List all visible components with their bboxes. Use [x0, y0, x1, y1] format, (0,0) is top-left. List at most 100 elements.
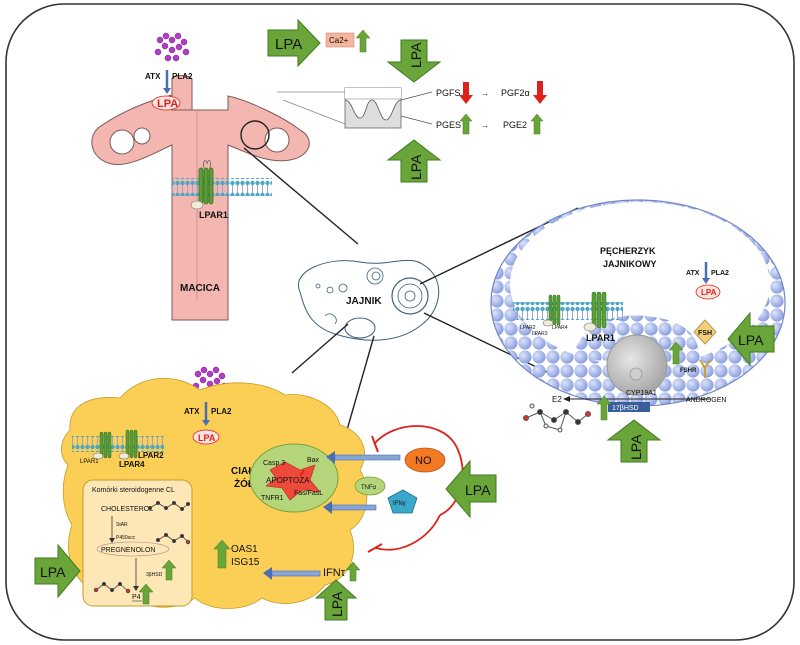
cl-lpar1: LPAR1 — [80, 459, 99, 465]
oas1-label: OAS1 — [231, 544, 258, 555]
svg-text:→: → — [481, 121, 489, 130]
green-up-arrow-icon — [596, 395, 612, 421]
hsd-label: 17βHSD — [612, 405, 639, 412]
lpar-receptors-icon — [92, 429, 138, 460]
green-up-arrow-icon — [459, 113, 473, 135]
estradiol-molecule-icon — [523, 403, 591, 433]
pgf2a-label: PGF2α — [501, 88, 530, 98]
ifnt-label: IFNτ — [323, 567, 346, 579]
no-label: NO — [415, 455, 432, 467]
pges-label: PGES — [436, 120, 461, 130]
tnfa-badge — [354, 476, 386, 496]
svg-text:LPA: LPA — [408, 42, 424, 68]
cl-pla2: PLA2 — [211, 407, 232, 416]
fsh-label: FSH — [698, 330, 712, 337]
follicle-atx: ATX — [686, 270, 700, 277]
lpa-arrow-right: LPA — [34, 543, 81, 599]
uterus-label: MACICA — [180, 283, 220, 294]
svg-text:LPA: LPA — [738, 332, 764, 348]
green-up-arrow-icon — [530, 113, 544, 135]
cells-title: Komórki steroidogenne CL — [92, 487, 175, 494]
fas-label: Fas/FasL — [294, 490, 323, 497]
p4-label: P4 — [132, 594, 141, 601]
ca-label: Ca2+ — [329, 36, 349, 45]
cl-lpar2: LPAR2 — [138, 451, 164, 460]
green-up-arrow-icon — [161, 559, 177, 581]
green-up-arrow-icon — [345, 561, 361, 582]
bax-label: Bax — [307, 457, 320, 464]
red-down-arrow-icon — [459, 82, 473, 104]
follicle-lpar4: LPAR4 — [552, 325, 568, 331]
svg-text:LPA: LPA — [408, 154, 424, 180]
svg-text:LPA: LPA — [628, 434, 644, 460]
svg-text:LPA: LPA — [465, 482, 491, 498]
svg-text:→: → — [481, 89, 489, 98]
follicle-lpa: LPA — [701, 288, 717, 297]
ifnt-arrow — [263, 567, 321, 580]
lpar1-receptor-icon — [190, 160, 214, 210]
progesterone-molecule-icon — [93, 582, 131, 594]
cl-lpar4: LPAR4 — [119, 460, 145, 469]
svg-text:LPA: LPA — [275, 36, 302, 53]
follicle-title-2: JAJNIKOWY — [603, 259, 657, 269]
tnfr1-label: TNFR1 — [261, 495, 284, 502]
red-down-arrow-icon — [533, 81, 547, 104]
corpus-luteum: CIAŁKO ŻÓŁTE ATX PLA2 LPA LPAR1 LPAR2 LP… — [61, 378, 368, 609]
p450-label: P450scc — [116, 535, 136, 541]
lpa-arrow-right: LPA — [267, 18, 321, 68]
green-up-arrow-icon — [668, 341, 684, 365]
endometrium-inset — [344, 87, 402, 129]
cl-hsd-label: 3βHSD — [146, 572, 163, 578]
no-badge — [404, 447, 446, 473]
inhibit-arrow — [326, 451, 401, 464]
lpa-arrow-left: LPA — [727, 311, 775, 367]
green-up-arrow-icon — [355, 29, 371, 53]
lpa-arrow-down: LPA — [386, 39, 442, 83]
casp3-label: Casp 3 — [263, 460, 285, 467]
cholesterol-molecule-icon — [147, 500, 190, 511]
lpa-arrow-up: LPA — [386, 139, 442, 183]
uterus-lpa-label: LPA — [157, 98, 178, 110]
androgen-label: ANDROGEN — [686, 397, 726, 404]
svg-text:LPA: LPA — [329, 591, 345, 617]
cyp-label: CYP19A1 — [626, 390, 657, 397]
pge2-label: PGE2 — [503, 120, 527, 130]
follicle-lpar3: LPAR3 — [532, 331, 548, 337]
uterus-atx-label: ATX — [145, 72, 161, 81]
lpa-arrow-up: LPA — [314, 579, 358, 621]
lpar-receptors-icon — [542, 291, 607, 332]
e2-label: E2 — [552, 395, 562, 404]
lpa-arrow-up: LPA — [606, 419, 662, 463]
green-up-arrow-icon — [213, 539, 231, 569]
fshr-label: FSHR — [680, 368, 697, 374]
ovary-label: JAJNIK — [346, 296, 382, 307]
cholesterol-label: CHOLESTEROL — [101, 506, 153, 513]
apoptosis-burst — [265, 461, 321, 501]
isg15-label: ISG15 — [231, 557, 260, 568]
uterus: LPAR1 ATX PLA2 LPA MACICA — [91, 70, 310, 321]
uterus-pla2-label: PLA2 — [172, 72, 193, 81]
follicle-title-1: PĘCHERZYK — [600, 246, 656, 256]
pgfs-label: PGFS — [436, 88, 461, 98]
follicle-lpar2: LPAR2 — [520, 325, 536, 331]
lpa-molecule-icon — [154, 32, 190, 62]
stimulate-arrow — [323, 501, 377, 514]
steroid-cells-box — [82, 479, 193, 607]
uterus-lpar1-label: LPAR1 — [199, 210, 228, 220]
ifng-badge — [387, 489, 418, 514]
apoptoza-label: APOPTOZA — [266, 476, 310, 485]
ifng-label: IFNγ — [393, 501, 406, 507]
pregnenolon-label: PREGNENOLON — [101, 547, 155, 554]
cl-lpa: LPA — [198, 433, 216, 443]
star-label: StAR — [116, 522, 128, 528]
follicle-lpar1: LPAR1 — [586, 333, 615, 343]
svg-text:LPA: LPA — [40, 564, 66, 580]
pregnenolone-molecule-icon — [155, 533, 191, 545]
follicle: PĘCHERZYK JAJNIKOWY LPAR2 LPAR4 LPAR3 LP… — [490, 199, 786, 421]
lpa-arrow-left: LPA — [445, 459, 497, 519]
follicle-pla2: PLA2 — [711, 270, 729, 277]
tnfa-label: TNFα — [361, 485, 377, 491]
ovary: JAJNIK — [297, 259, 440, 341]
